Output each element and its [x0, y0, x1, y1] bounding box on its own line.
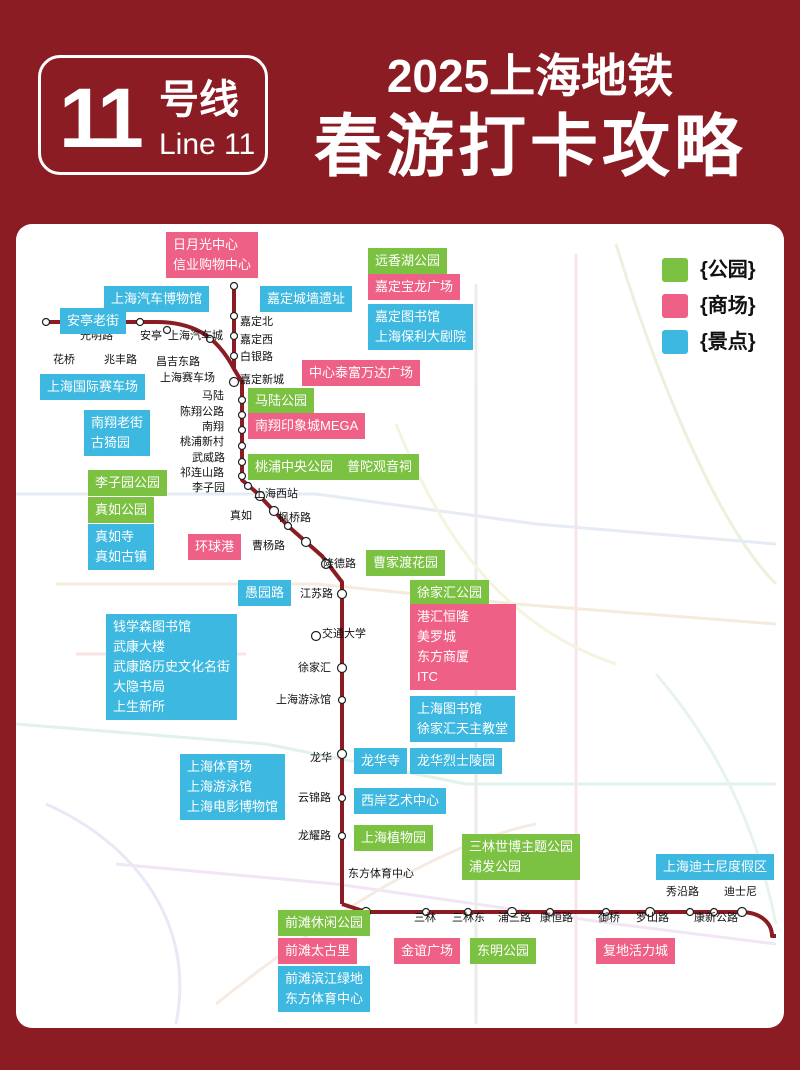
station-wuwei[interactable]: 武威路	[192, 452, 225, 464]
station-jiangsu[interactable]: 江苏路	[300, 588, 333, 600]
spot-jinyi[interactable]: 金谊广场	[394, 938, 461, 964]
station-jiaotong[interactable]: 交通大学	[322, 628, 366, 640]
station-changji[interactable]: 昌吉东路	[156, 356, 200, 368]
spot-disney[interactable]: 上海迪士尼度假区	[656, 854, 775, 880]
legend-park-swatch	[662, 258, 688, 282]
station-fengqiao[interactable]: 枫桥路	[278, 512, 311, 524]
station-jiadingxincheng[interactable]: 嘉定新城	[240, 374, 284, 386]
station-yunjin[interactable]: 云锦路	[298, 792, 331, 804]
legend-park-label: {公园}	[700, 259, 756, 281]
spot-wanda[interactable]: 中心泰富万达广场	[302, 360, 421, 386]
station-huaqiao[interactable]: 花桥	[53, 354, 75, 366]
spot-dongming[interactable]: 东明公园	[470, 938, 537, 964]
station-zhaofeng[interactable]: 兆丰路	[104, 354, 137, 366]
station-xujiahui[interactable]: 徐家汇	[298, 662, 331, 674]
station-kangxin[interactable]: 康新公路	[694, 912, 738, 924]
spot-longhua-temple[interactable]: 龙华寺	[354, 748, 408, 774]
legend-park: {公园}	[662, 256, 782, 284]
spot-liziyuan-park[interactable]: 李子园公园	[88, 470, 168, 496]
station-xiupu[interactable]: 秀沿路	[666, 886, 699, 898]
legend-sight: {景点}	[662, 328, 782, 356]
station-baiyin[interactable]: 白银路	[240, 351, 273, 363]
spot-anting-street[interactable]: 安亭老街	[60, 308, 127, 334]
station-zhenru[interactable]: 真如	[230, 510, 252, 522]
spot-zhenru-park[interactable]: 真如公园	[88, 497, 155, 523]
spot-jiading-library[interactable]: 嘉定图书馆上海保利大剧院	[368, 304, 474, 350]
line-label-cn: 号线	[159, 78, 239, 122]
spot-f1[interactable]: 上海国际赛车场	[40, 374, 146, 400]
spot-yuanxiang[interactable]: 远香湖公园	[368, 248, 448, 274]
station-liziyuan[interactable]: 李子园	[192, 482, 225, 494]
spot-taopu-park[interactable]: 桃浦中央公园	[248, 454, 341, 480]
spot-library[interactable]: 上海图书馆徐家汇天主教堂	[410, 696, 516, 742]
station-kangheng[interactable]: 康恒路	[540, 912, 573, 924]
station-sanlin[interactable]: 三林	[414, 912, 436, 924]
station-qichecheng[interactable]: 上海汽车城	[168, 330, 223, 342]
line-label-en: Line 11	[159, 128, 256, 161]
legend-sight-label: {景点}	[700, 331, 756, 353]
spot-baolong[interactable]: 嘉定宝龙广场	[368, 274, 461, 300]
station-caoyang[interactable]: 曹杨路	[252, 540, 285, 552]
spot-malu-park[interactable]: 马陆公园	[248, 388, 315, 414]
station-longyao[interactable]: 龙耀路	[298, 830, 331, 842]
spot-huanqiu[interactable]: 环球港	[188, 534, 242, 560]
spot-putuo[interactable]: 普陀观音祠	[340, 454, 420, 480]
spot-fudi[interactable]: 复地活力城	[596, 938, 676, 964]
station-chenxiang[interactable]: 陈翔公路	[180, 406, 224, 418]
legend-mall-swatch	[662, 294, 688, 318]
spot-yuyuan[interactable]: 愚园路	[238, 580, 292, 606]
station-yuqiao[interactable]: 御桥	[598, 912, 620, 924]
line-number: 11	[59, 71, 144, 165]
spot-botanical[interactable]: 上海植物园	[354, 825, 434, 851]
spot-longhua-cemetery[interactable]: 龙华烈士陵园	[410, 748, 503, 774]
station-pusanlu[interactable]: 浦三路	[498, 912, 531, 924]
spot-qiantan-park[interactable]: 前滩休闲公园	[278, 910, 371, 936]
station-jiadingbei[interactable]: 嘉定北	[240, 316, 273, 328]
station-dongfangtiyu[interactable]: 东方体育中心	[348, 868, 414, 880]
spot-xian[interactable]: 西岸艺术中心	[354, 788, 447, 814]
spot-zhenru-temple[interactable]: 真如寺真如古镇	[88, 524, 155, 570]
station-taopu[interactable]: 桃浦新村	[180, 436, 224, 448]
station-dishini[interactable]: 迪士尼	[724, 886, 757, 898]
spot-taikoo[interactable]: 前滩太古里	[278, 938, 358, 964]
legend-mall-label: {商场}	[700, 295, 756, 317]
metro-map[interactable]: 花桥 光明路 兆丰路 安亭 昌吉东路 上海汽车城 上海赛车场 嘉定北 嘉定西 白…	[16, 224, 784, 1028]
line-badge: 11 号线 Line 11	[38, 55, 268, 175]
spot-sanlin-park[interactable]: 三林世博主题公园浦发公园	[462, 834, 581, 880]
legend-mall: {商场}	[662, 292, 782, 320]
spot-riyue[interactable]: 日月光中心信业购物中心	[166, 232, 259, 278]
station-youyongguan[interactable]: 上海游泳馆	[276, 694, 331, 706]
station-saichechang[interactable]: 上海赛车场	[160, 372, 215, 384]
station-luoshan[interactable]: 罗山路	[636, 912, 669, 924]
spot-caojiadu[interactable]: 曹家渡花园	[366, 550, 446, 576]
station-jiadingxi[interactable]: 嘉定西	[240, 334, 273, 346]
spot-qiche-museum[interactable]: 上海汽车博物馆	[104, 286, 210, 312]
spot-jiading-wall[interactable]: 嘉定城墙遗址	[260, 286, 353, 312]
spot-xujiahui-park[interactable]: 徐家汇公园	[410, 580, 490, 606]
station-sanlindong[interactable]: 三林东	[452, 912, 485, 924]
station-longde[interactable]: 隆德路	[323, 558, 356, 570]
station-anting[interactable]: 安亭	[140, 330, 162, 342]
spot-nanxiang-street[interactable]: 南翔老街古猗园	[84, 410, 151, 456]
spot-qianxuesen[interactable]: 钱学森图书馆武康大楼武康路历史文化名街大隐书局上生新所	[106, 614, 238, 720]
spot-qiantan-green[interactable]: 前滩滨江绿地东方体育中心	[278, 966, 371, 1012]
page-title: 2025上海地铁	[386, 50, 674, 102]
station-longhua[interactable]: 龙华	[310, 752, 332, 764]
station-shanghaixizhan[interactable]: 上海西站	[254, 488, 298, 500]
station-qilianshan[interactable]: 祁连山路	[180, 467, 224, 479]
legend-sight-swatch	[662, 330, 688, 354]
station-nanxiang[interactable]: 南翔	[202, 421, 224, 433]
station-malu[interactable]: 马陆	[202, 390, 224, 402]
line-11-route	[41, 281, 776, 938]
page-subtitle: 春游打卡攻略	[313, 109, 746, 185]
spot-mega[interactable]: 南翔印象城MEGA	[248, 413, 366, 439]
spot-stadium[interactable]: 上海体育场上海游泳馆上海电影博物馆	[180, 754, 286, 820]
